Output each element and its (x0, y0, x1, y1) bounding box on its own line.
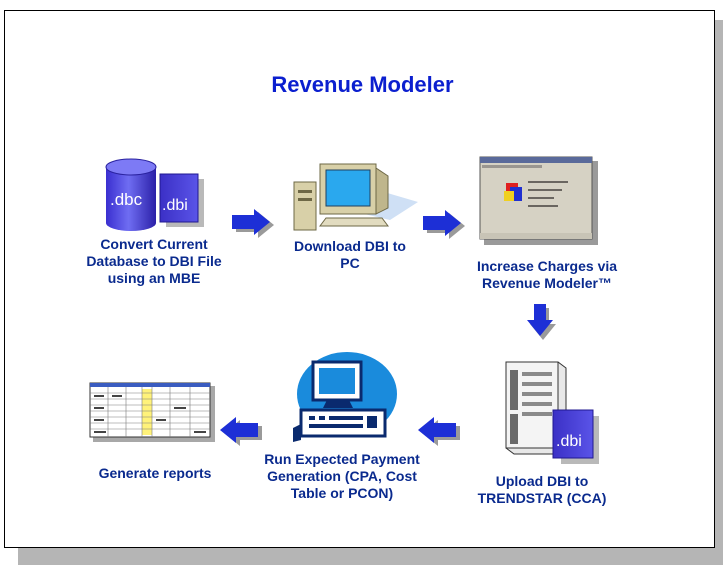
desktop-computer-icon (293, 163, 418, 231)
dbi-text: .dbi (162, 197, 188, 214)
dbc-text: .dbc (110, 190, 143, 209)
arrow-right-icon (232, 209, 274, 238)
arrow-left-icon (220, 417, 262, 446)
database-cylinders-icon: .dbc .dbi (105, 158, 204, 231)
server-tower-icon: .dbi (505, 361, 599, 464)
step-label-run-expected: Run Expected Payment Generation (CPA, Co… (264, 451, 420, 501)
arrow-right-icon (423, 210, 465, 239)
computer-workstation-icon (293, 352, 397, 442)
application-screenshot-icon (479, 156, 598, 245)
arrow-down-icon (527, 304, 556, 340)
step-label-increase: Increase Charges via Revenue Modeler™ (476, 258, 618, 291)
step-label-upload: Upload DBI to TRENDSTAR (CCA) (477, 473, 607, 506)
slide-title: Revenue Modeler (271, 72, 454, 97)
arrow-left-icon (418, 417, 460, 446)
step-label-generate-reports: Generate reports (98, 465, 212, 481)
report-spreadsheet-icon (89, 382, 215, 442)
step-label-convert: Convert Current Database to DBI File usi… (86, 236, 222, 286)
dbi-text: .dbi (556, 433, 582, 450)
step-label-download: Download DBI to PC (294, 238, 406, 271)
